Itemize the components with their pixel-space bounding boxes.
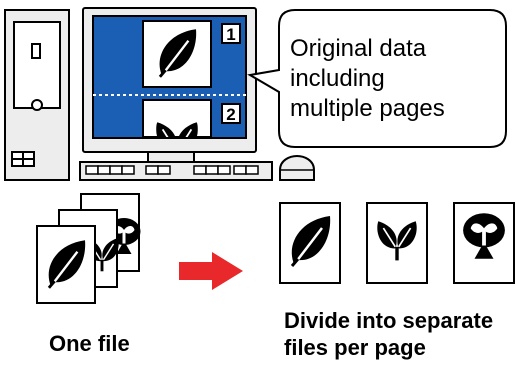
split-pages [279,202,515,284]
split-page-2 [366,202,428,284]
page-number-1: 1 [226,25,235,44]
screen-page-2 [142,99,212,138]
callout-text: Original data including multiple pages [290,34,495,124]
callout-line: multiple pages [290,95,445,122]
monitor [82,7,257,164]
caption-divide: Divide into separate files per page [284,307,514,361]
page-number-badge-2 [221,103,241,124]
callout-line: including [290,65,385,92]
speech-bubble [247,9,507,148]
pc-tower [4,9,70,181]
arrow-right-icon [179,252,243,290]
callout-line: Original data [290,35,427,62]
caption-one-file: One file [49,331,130,356]
caption-divide-line: files per page [284,335,426,360]
page-number-badge-1 [221,23,241,44]
page-number-2: 2 [226,105,235,124]
source-file-stack [36,193,141,304]
keyboard [79,161,273,181]
caption-divide-line: Divide into separate [284,308,494,333]
mouse [279,154,315,181]
